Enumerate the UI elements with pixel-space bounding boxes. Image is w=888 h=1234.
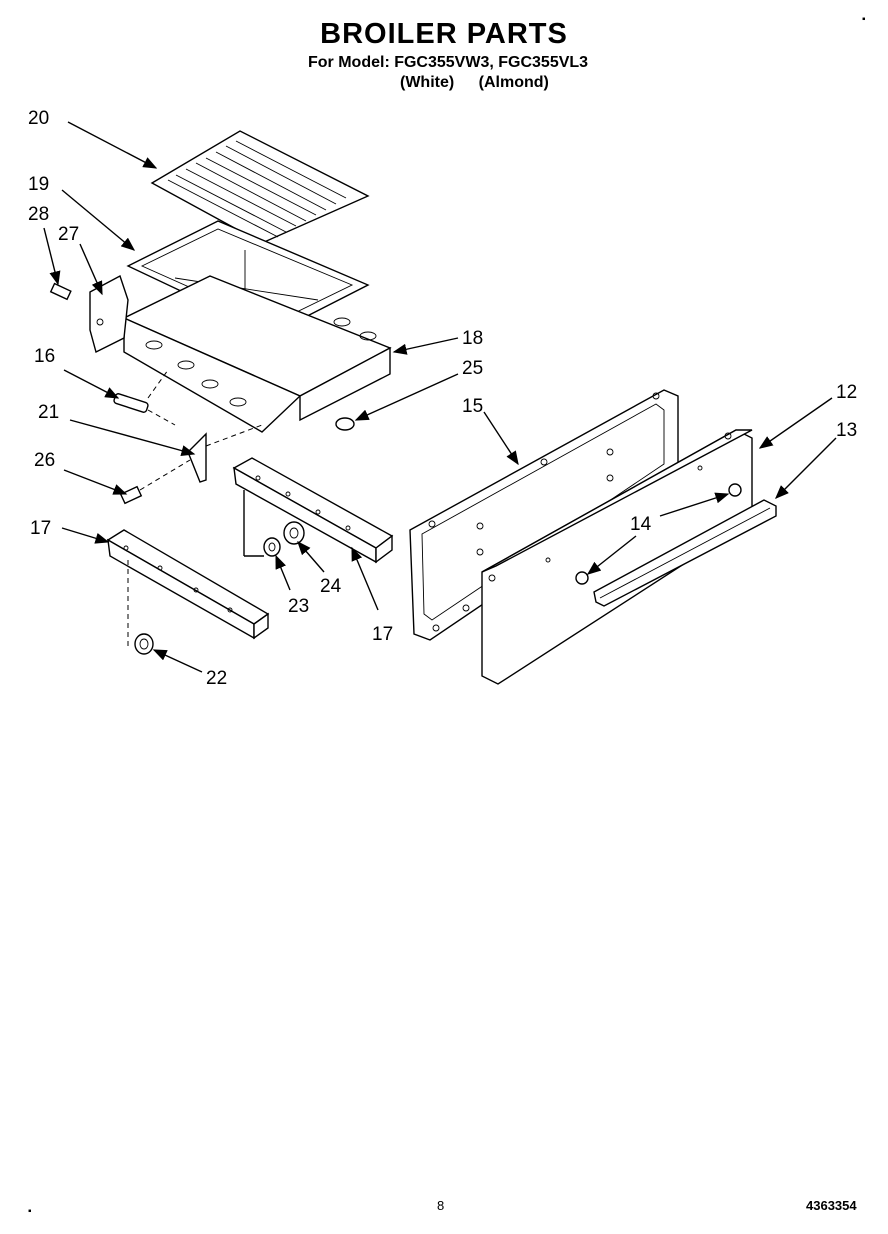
callout-26: 26 [34,450,55,471]
callout-25: 25 [462,358,483,379]
callout-20: 20 [28,108,49,129]
callout-17-left: 17 [30,518,51,539]
callout-21: 21 [38,402,59,423]
part-door-handle [593,499,777,607]
part-door-outer-panel [481,429,753,685]
part-clip [335,417,355,431]
part-screw-26 [119,459,191,505]
callout-19: 19 [28,174,49,195]
callout-15: 15 [462,396,483,417]
callout-18: 18 [462,328,483,349]
part-side-bracket [89,274,129,354]
color-white-label: (White) [400,74,455,91]
model-colors: (White) (Almond) [400,74,569,92]
part-spring [113,369,176,426]
part-screws-14 [575,483,742,585]
callout-14: 14 [630,514,652,535]
part-latch [187,424,263,483]
callout-17-right: 17 [372,624,393,645]
part-slide-rail-left [106,529,270,650]
part-broiler-grid [150,130,370,244]
leader-lines [43,121,837,673]
part-screw-28 [49,282,72,301]
part-roller-22 [134,633,154,655]
part-roller-23 [263,537,281,557]
callout-13: 13 [836,420,857,441]
callout-22: 22 [206,668,227,689]
callout-27: 27 [58,224,79,245]
callout-23: 23 [288,596,309,617]
document-number: 4363354 [806,1198,857,1213]
part-roller-24 [283,521,305,545]
callout-28: 28 [28,204,49,225]
callout-12: 12 [836,382,857,403]
model-line: For Model: FGC355VW3, FGC355VL3 [308,54,589,71]
part-broiler-pan [122,275,392,433]
color-almond-label: (Almond) [478,74,549,91]
page-title: BROILER PARTS [320,18,568,50]
callout-24: 24 [320,576,342,597]
part-slide-rail-right [232,457,394,564]
callout-labels: 20 19 28 27 18 16 25 21 15 12 13 26 14 1… [28,108,857,689]
page-number: 8 [437,1198,445,1213]
corner-mark-top-right: ▪ [862,14,866,25]
corner-mark-bottom-left: ▪ [28,1206,32,1217]
callout-16: 16 [34,346,55,367]
